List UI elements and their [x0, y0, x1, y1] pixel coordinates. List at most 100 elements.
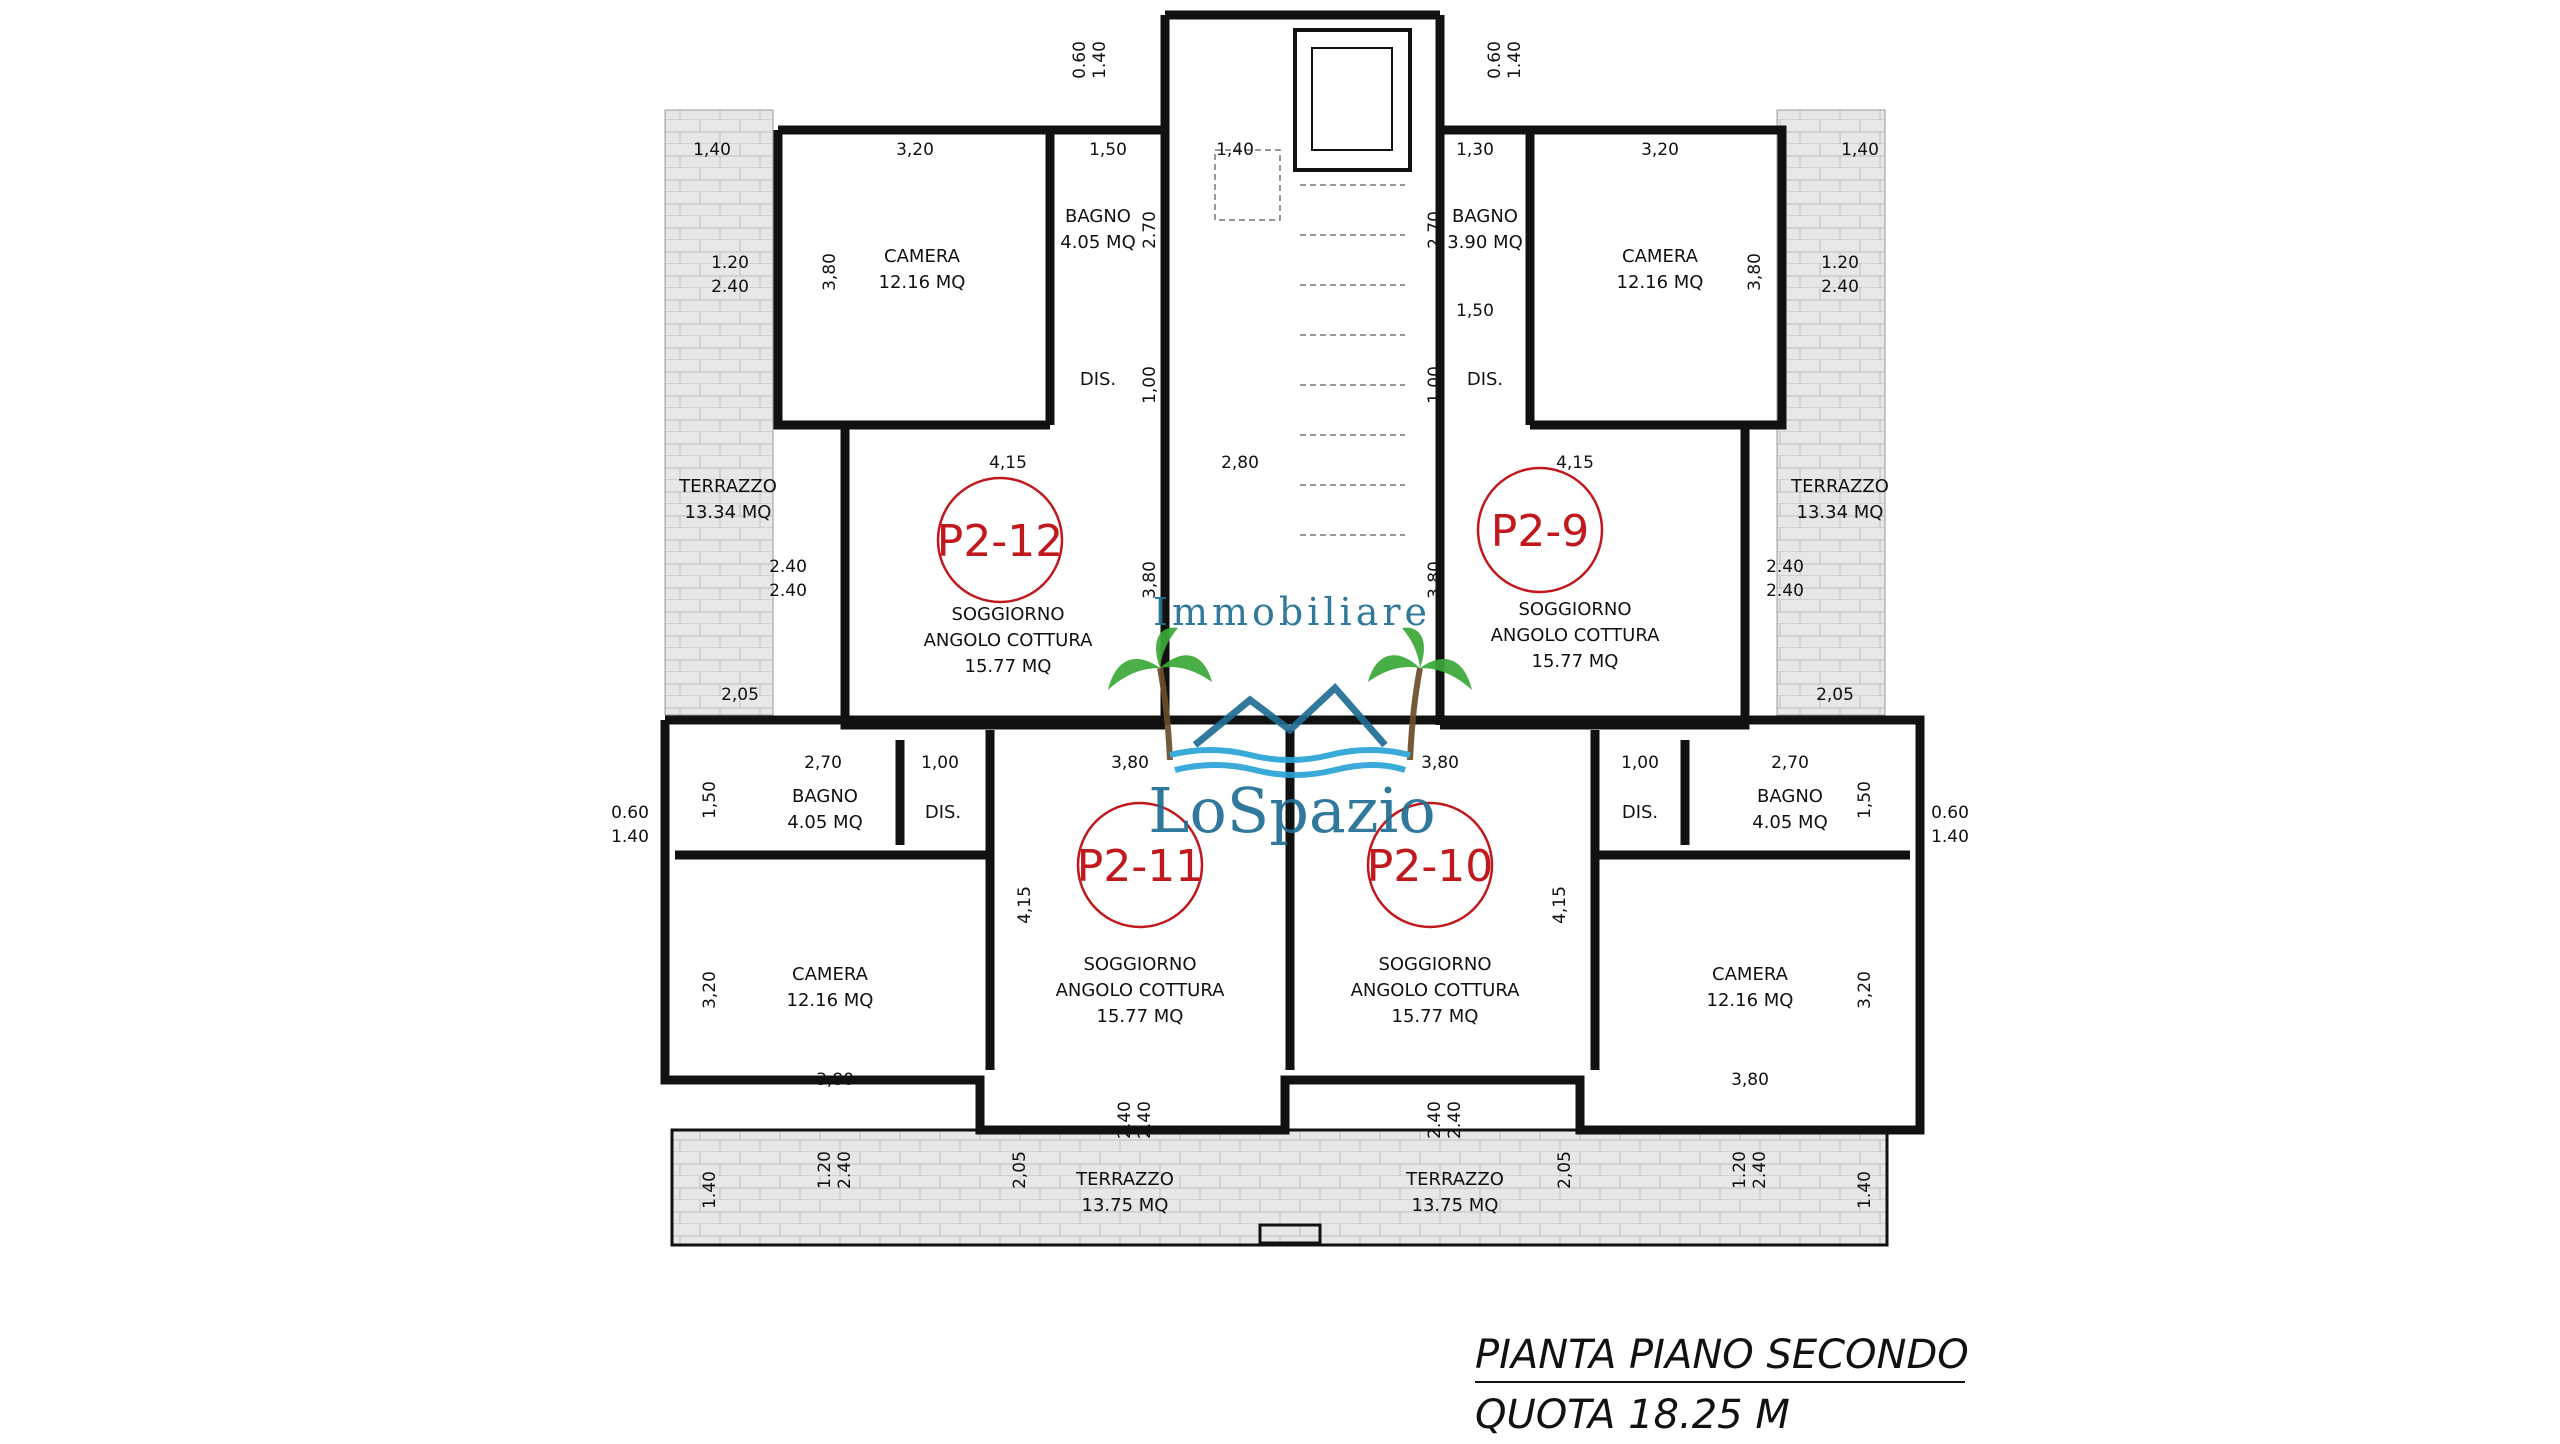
svg-text:3.90 MQ: 3.90 MQ: [1447, 232, 1523, 253]
svg-text:ANGOLO COTTURA: ANGOLO COTTURA: [1491, 625, 1661, 646]
svg-text:TERRAZZO: TERRAZZO: [1075, 1169, 1174, 1190]
svg-text:3,80: 3,80: [1731, 1070, 1769, 1090]
svg-text:1,00: 1,00: [1621, 753, 1659, 773]
palm-tree-icon: [1108, 627, 1212, 761]
unit-label-p2-10: P2-10: [1366, 801, 1494, 929]
svg-text:0.60: 0.60: [1070, 41, 1090, 79]
svg-text:4.05 MQ: 4.05 MQ: [1752, 812, 1828, 833]
svg-text:2,05: 2,05: [1816, 685, 1854, 705]
svg-text:ANGOLO COTTURA: ANGOLO COTTURA: [924, 630, 1094, 651]
svg-text:1,50: 1,50: [700, 781, 720, 819]
svg-text:2.40: 2.40: [1766, 581, 1804, 601]
svg-text:P2-12: P2-12: [937, 516, 1063, 567]
plan-title: PIANTA PIANO SECONDO QUOTA 18.25 M: [1475, 1332, 1969, 1438]
svg-text:2.40: 2.40: [769, 557, 807, 577]
svg-text:15.77 MQ: 15.77 MQ: [1392, 1006, 1479, 1027]
svg-text:SOGGIORNO: SOGGIORNO: [1083, 954, 1196, 975]
svg-text:P2-11: P2-11: [1077, 841, 1203, 892]
svg-text:1,30: 1,30: [1456, 140, 1494, 160]
svg-text:1.40: 1.40: [1931, 827, 1969, 847]
svg-text:15.77 MQ: 15.77 MQ: [1097, 1006, 1184, 1027]
svg-text:2,05: 2,05: [1555, 1151, 1575, 1189]
svg-text:ANGOLO COTTURA: ANGOLO COTTURA: [1056, 980, 1226, 1001]
svg-text:3,80: 3,80: [1140, 561, 1160, 599]
svg-text:1,40: 1,40: [1216, 140, 1254, 160]
unit-label-p2-9: P2-9: [1476, 466, 1604, 594]
svg-text:CAMERA: CAMERA: [1622, 246, 1699, 267]
svg-text:SOGGIORNO: SOGGIORNO: [1378, 954, 1491, 975]
svg-text:1,40: 1,40: [1841, 140, 1879, 160]
watermark-logo: Immobiliare LoSpazio: [1108, 590, 1472, 847]
staircase: [1214, 149, 1405, 536]
svg-text:1.20: 1.20: [711, 253, 749, 273]
svg-text:12.16 MQ: 12.16 MQ: [787, 990, 874, 1011]
svg-text:1.40: 1.40: [611, 827, 649, 847]
svg-text:1,50: 1,50: [1089, 140, 1127, 160]
svg-text:2.40: 2.40: [769, 581, 807, 601]
svg-text:2.40: 2.40: [1750, 1151, 1770, 1189]
svg-text:1.40: 1.40: [700, 1171, 720, 1209]
svg-text:2.40: 2.40: [1445, 1101, 1465, 1139]
vertical-dimension-labels: 3,80 2.70 1,00 3,80 2.70 1,00 3,80 3,80 …: [700, 41, 1875, 1209]
unit-label-p2-12: P2-12: [936, 476, 1064, 604]
room-labels-top-left: CAMERA 12.16 MQ BAGNO 4.05 MQ DIS. SOGGI…: [678, 206, 1136, 677]
svg-text:13.75 MQ: 13.75 MQ: [1082, 1195, 1169, 1216]
svg-text:2.40: 2.40: [1135, 1101, 1155, 1139]
svg-text:3,80: 3,80: [1425, 561, 1445, 599]
svg-text:2.40: 2.40: [1766, 557, 1804, 577]
svg-text:4.05 MQ: 4.05 MQ: [787, 812, 863, 833]
svg-text:4.05 MQ: 4.05 MQ: [1060, 232, 1136, 253]
svg-text:4,15: 4,15: [1015, 886, 1035, 924]
room-labels-bottom-right: BAGNO 4.05 MQ DIS. CAMERA 12.16 MQ SOGGI…: [1351, 786, 1828, 1216]
svg-text:DIS.: DIS.: [1622, 802, 1658, 823]
svg-text:3,80: 3,80: [1421, 753, 1459, 773]
water-waves-icon: [1169, 747, 1411, 778]
svg-text:4,15: 4,15: [989, 453, 1027, 473]
svg-text:1.20: 1.20: [815, 1151, 835, 1189]
room-labels-top-right: CAMERA 12.16 MQ BAGNO 3.90 MQ DIS. SOGGI…: [1447, 206, 1889, 672]
svg-text:2.70: 2.70: [1425, 211, 1445, 249]
svg-text:3,80: 3,80: [816, 1070, 854, 1090]
svg-text:2.40: 2.40: [1115, 1101, 1135, 1139]
svg-text:DIS.: DIS.: [1080, 369, 1116, 390]
svg-text:2,05: 2,05: [1010, 1151, 1030, 1189]
svg-text:3,80: 3,80: [820, 253, 840, 291]
elevator-shaft: [1293, 28, 1412, 172]
svg-text:0.60: 0.60: [1485, 41, 1505, 79]
svg-text:1.40: 1.40: [1505, 41, 1525, 79]
svg-text:1,00: 1,00: [1425, 366, 1445, 404]
svg-text:1,40: 1,40: [693, 140, 731, 160]
svg-text:TERRAZZO: TERRAZZO: [1405, 1169, 1504, 1190]
svg-text:3,20: 3,20: [1855, 971, 1875, 1009]
svg-text:2,05: 2,05: [721, 685, 759, 705]
svg-text:Immobiliare: Immobiliare: [1153, 590, 1431, 634]
svg-text:3,20: 3,20: [896, 140, 934, 160]
svg-text:1,00: 1,00: [1140, 366, 1160, 404]
svg-text:DIS.: DIS.: [1467, 369, 1503, 390]
svg-text:12.16 MQ: 12.16 MQ: [1707, 990, 1794, 1011]
svg-text:P2-9: P2-9: [1491, 506, 1589, 557]
svg-text:CAMERA: CAMERA: [792, 964, 869, 985]
svg-text:DIS.: DIS.: [925, 802, 961, 823]
svg-text:P2-10: P2-10: [1367, 841, 1493, 892]
svg-text:1.20: 1.20: [1821, 253, 1859, 273]
svg-text:2.70: 2.70: [1140, 211, 1160, 249]
svg-text:1,50: 1,50: [1855, 781, 1875, 819]
building-walls: [660, 10, 1925, 1247]
svg-text:1.40: 1.40: [1855, 1171, 1875, 1209]
svg-text:2.40: 2.40: [711, 277, 749, 297]
dimension-labels: 1,40 3,20 1,50 1,40 1,30 3,20 1,40 1,50 …: [611, 140, 1969, 1090]
unit-label-p2-11: P2-11: [1076, 801, 1204, 929]
svg-text:SOGGIORNO: SOGGIORNO: [951, 604, 1064, 625]
svg-text:1,50: 1,50: [1456, 301, 1494, 321]
svg-text:PIANTA PIANO SECONDO: PIANTA PIANO SECONDO: [1475, 1332, 1969, 1378]
svg-text:2,70: 2,70: [1771, 753, 1809, 773]
svg-text:3,20: 3,20: [1641, 140, 1679, 160]
svg-text:BAGNO: BAGNO: [1757, 786, 1823, 807]
palm-tree-icon: [1368, 627, 1472, 761]
svg-text:QUOTA 18.25 M: QUOTA 18.25 M: [1475, 1392, 1790, 1438]
svg-text:3,80: 3,80: [1745, 253, 1765, 291]
svg-text:4,15: 4,15: [1550, 886, 1570, 924]
svg-text:15.77 MQ: 15.77 MQ: [965, 656, 1052, 677]
